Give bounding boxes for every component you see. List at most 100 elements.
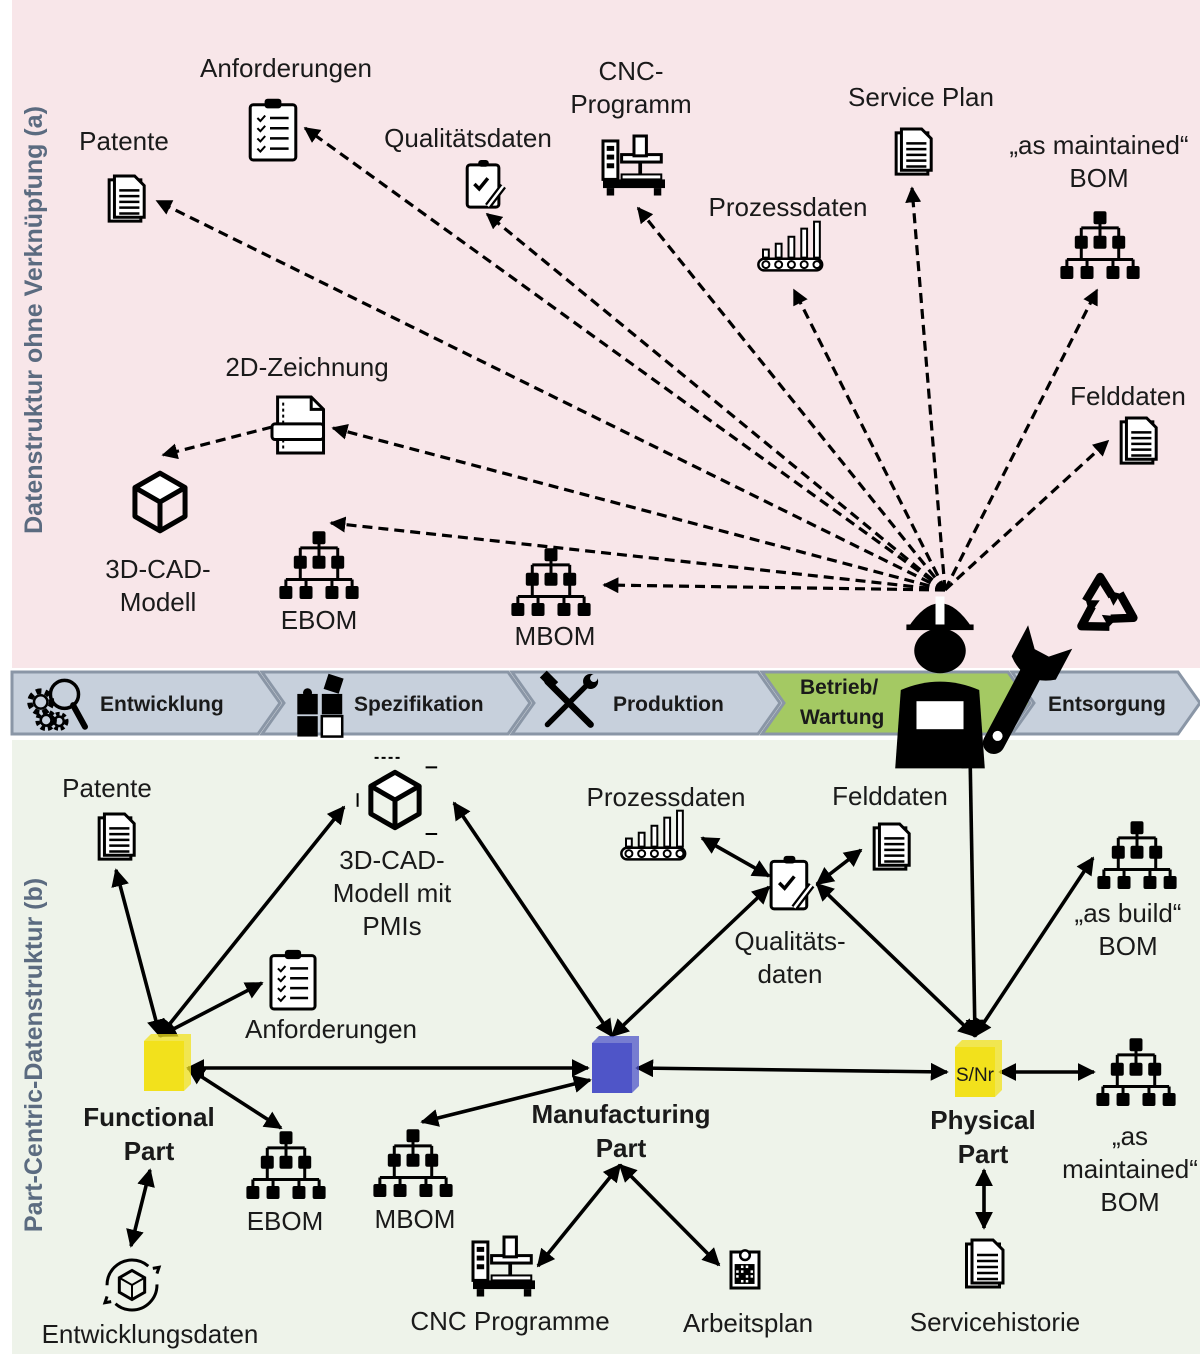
cnc-machine-icon bbox=[471, 1235, 535, 1297]
hierarchy-icon bbox=[1060, 211, 1140, 279]
phase-label-0: Entwicklung bbox=[100, 693, 224, 716]
clipboard-pen-icon bbox=[769, 855, 815, 911]
bar-chart-icon bbox=[620, 809, 687, 861]
label-b-felddaten: Felddaten bbox=[832, 781, 948, 811]
section-a-side-label: Datenstruktur ohne Verknüpfung (a) bbox=[20, 106, 48, 534]
connection-mp-cnc bbox=[536, 1163, 622, 1268]
connection-mp-pp bbox=[635, 1059, 949, 1081]
connection-mbom bbox=[602, 577, 946, 594]
label-b-qualitaetsdaten: Qualitäts-daten bbox=[734, 926, 845, 989]
label-a-service-plan: Service Plan bbox=[848, 82, 994, 112]
label-a-qualitaetsdaten: Qualitätsdaten bbox=[384, 123, 552, 153]
document-icon bbox=[107, 174, 146, 223]
phase-3: Betrieb/Wartung bbox=[759, 670, 1032, 736]
section-b-connections bbox=[111, 750, 1096, 1268]
manufacturing-part-box bbox=[592, 1036, 639, 1093]
section-b-side-label: Part-Centric-Datenstruktur (b) bbox=[20, 878, 48, 1232]
connection-as-maintained-bom bbox=[943, 288, 1099, 591]
connection-q-pp bbox=[815, 882, 977, 1038]
connection-fp-anforderungen bbox=[158, 981, 264, 1038]
label-a-ebom: EBOM bbox=[281, 605, 358, 635]
label-b-anforderungen: Anforderungen bbox=[245, 1014, 417, 1044]
worker-icon bbox=[895, 596, 985, 769]
connection-pp-asbuild bbox=[973, 856, 1095, 1038]
label-a-patente: Patente bbox=[79, 126, 169, 156]
puzzle-icon bbox=[297, 673, 344, 738]
cube-cycle-icon bbox=[102, 1258, 162, 1312]
phase-4: Entsorgung bbox=[1009, 670, 1200, 736]
clipboard-pen-icon bbox=[465, 160, 506, 209]
phase-label-1: Spezifikation bbox=[354, 693, 484, 716]
drawing-2d-icon bbox=[270, 395, 326, 455]
hierarchy-icon bbox=[1097, 821, 1177, 889]
physical-part-box: S/Nr bbox=[955, 1040, 1002, 1097]
connection-mp-mbom bbox=[420, 1075, 592, 1127]
connection-prozessdaten bbox=[792, 288, 947, 591]
label-b-ebom: EBOM bbox=[247, 1206, 324, 1236]
label-a-prozessdaten: Prozessdaten bbox=[709, 192, 868, 222]
phase-2: Produktion bbox=[509, 670, 782, 736]
wrench-icon bbox=[982, 625, 1073, 754]
label-a-cad-3d: 3D-CAD-Modell bbox=[105, 554, 210, 617]
phase-label-3: Betrieb/Wartung bbox=[800, 676, 884, 729]
phase-1: Spezifikation bbox=[259, 670, 532, 738]
connection-anforderungen bbox=[303, 126, 946, 592]
phase-label-4: Entsorgung bbox=[1048, 693, 1166, 716]
connection-pp-worker bbox=[961, 750, 984, 1038]
connection-qualitaetsdaten bbox=[485, 212, 947, 592]
phase-0: Entwicklung bbox=[10, 670, 282, 736]
hierarchy-icon bbox=[373, 1129, 453, 1197]
cnc-machine-icon bbox=[601, 134, 665, 196]
connection-fp-ebom bbox=[186, 1066, 283, 1130]
functional-part-box bbox=[144, 1034, 191, 1091]
cube-icon bbox=[132, 470, 188, 534]
serial-number-badge: S/Nr bbox=[956, 1065, 995, 1086]
document-icon bbox=[965, 1238, 1005, 1289]
wrench-group bbox=[982, 625, 1073, 754]
misc-icons bbox=[895, 572, 1138, 769]
connection-2d-to-3d bbox=[161, 425, 273, 460]
connection-felddaten bbox=[943, 439, 1110, 592]
clipboard-checklist-icon bbox=[248, 98, 298, 162]
label-a-felddaten: Felddaten bbox=[1070, 381, 1186, 411]
label-a-cnc-programm: CNC-Programm bbox=[570, 56, 691, 119]
connection-fp-entwicklung bbox=[126, 1168, 155, 1248]
label-a-anforderungen: Anforderungen bbox=[200, 53, 372, 83]
connection-fp-patente bbox=[111, 868, 165, 1038]
hierarchy-icon bbox=[246, 1131, 326, 1199]
connection-service-plan bbox=[905, 186, 947, 591]
label-b-entwicklungsdaten: Entwicklungsdaten bbox=[42, 1319, 259, 1349]
hierarchy-icon bbox=[1096, 1038, 1176, 1106]
recycle-icon bbox=[1077, 572, 1138, 631]
gears-magnifier-icon bbox=[27, 678, 88, 732]
bar-chart-icon bbox=[757, 220, 824, 272]
tools-icon bbox=[539, 670, 599, 728]
connection-patente bbox=[155, 199, 946, 592]
document-icon bbox=[1119, 416, 1158, 465]
connection-cnc-programm bbox=[636, 206, 947, 592]
label-b-prozessdaten: Prozessdaten bbox=[587, 782, 746, 812]
document-icon bbox=[97, 812, 136, 861]
hierarchy-icon bbox=[279, 531, 359, 599]
label-a-zeichnung-2d: 2D-Zeichnung bbox=[225, 352, 388, 382]
connection-ebom bbox=[329, 516, 946, 592]
document-icon bbox=[894, 127, 933, 176]
label-b-arbeitsplan: Arbeitsplan bbox=[683, 1308, 813, 1338]
document-icon bbox=[872, 822, 911, 871]
clipboard-checklist-icon bbox=[269, 949, 317, 1011]
hierarchy-icon bbox=[511, 548, 591, 616]
label-b-patente: Patente bbox=[62, 773, 152, 803]
connection-mp-cad bbox=[452, 801, 614, 1038]
diagram-nodes: PatenteAnforderungenQualitätsdatenCNC-Pr… bbox=[42, 53, 1198, 1349]
connection-q-prozess bbox=[700, 836, 771, 878]
label-b-as-build-bom: „as build“BOM bbox=[1075, 898, 1182, 961]
worksheet-icon bbox=[729, 1249, 761, 1290]
label-a-mbom: MBOM bbox=[515, 621, 596, 651]
